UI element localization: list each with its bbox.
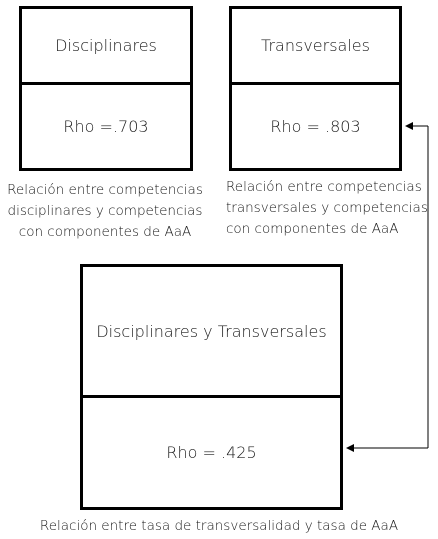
disciplinares-box: Disciplinares Rho =.703 <box>19 6 193 171</box>
transversales-rho: Rho = .803 <box>270 117 361 136</box>
combined-rho: Rho = .425 <box>166 443 257 462</box>
disciplinares-caption: Relación entre competencias disciplinare… <box>0 180 210 243</box>
transversales-caption: Relación entre competencias transversale… <box>226 177 428 240</box>
disciplinares-rho: Rho =.703 <box>63 117 149 136</box>
caption-line: con componentes de AaA <box>18 224 192 240</box>
disciplinares-header: Disciplinares <box>22 9 190 85</box>
combined-caption: Relación entre tasa de transversalidad y… <box>39 518 399 534</box>
combined-header: Disciplinares y Transversales <box>83 267 340 398</box>
caption-line: disciplinares y competencias <box>7 203 203 219</box>
transversales-header: Transversales <box>232 9 399 85</box>
caption-line: transversales y competencias <box>226 200 428 216</box>
caption-line: con componentes de AaA <box>226 221 399 237</box>
combined-box: Disciplinares y Transversales Rho = .425 <box>80 264 343 510</box>
caption-line: Relación entre competencias <box>7 182 203 198</box>
transversales-box: Transversales Rho = .803 <box>229 6 402 171</box>
caption-line: Relación entre competencias <box>226 179 422 195</box>
